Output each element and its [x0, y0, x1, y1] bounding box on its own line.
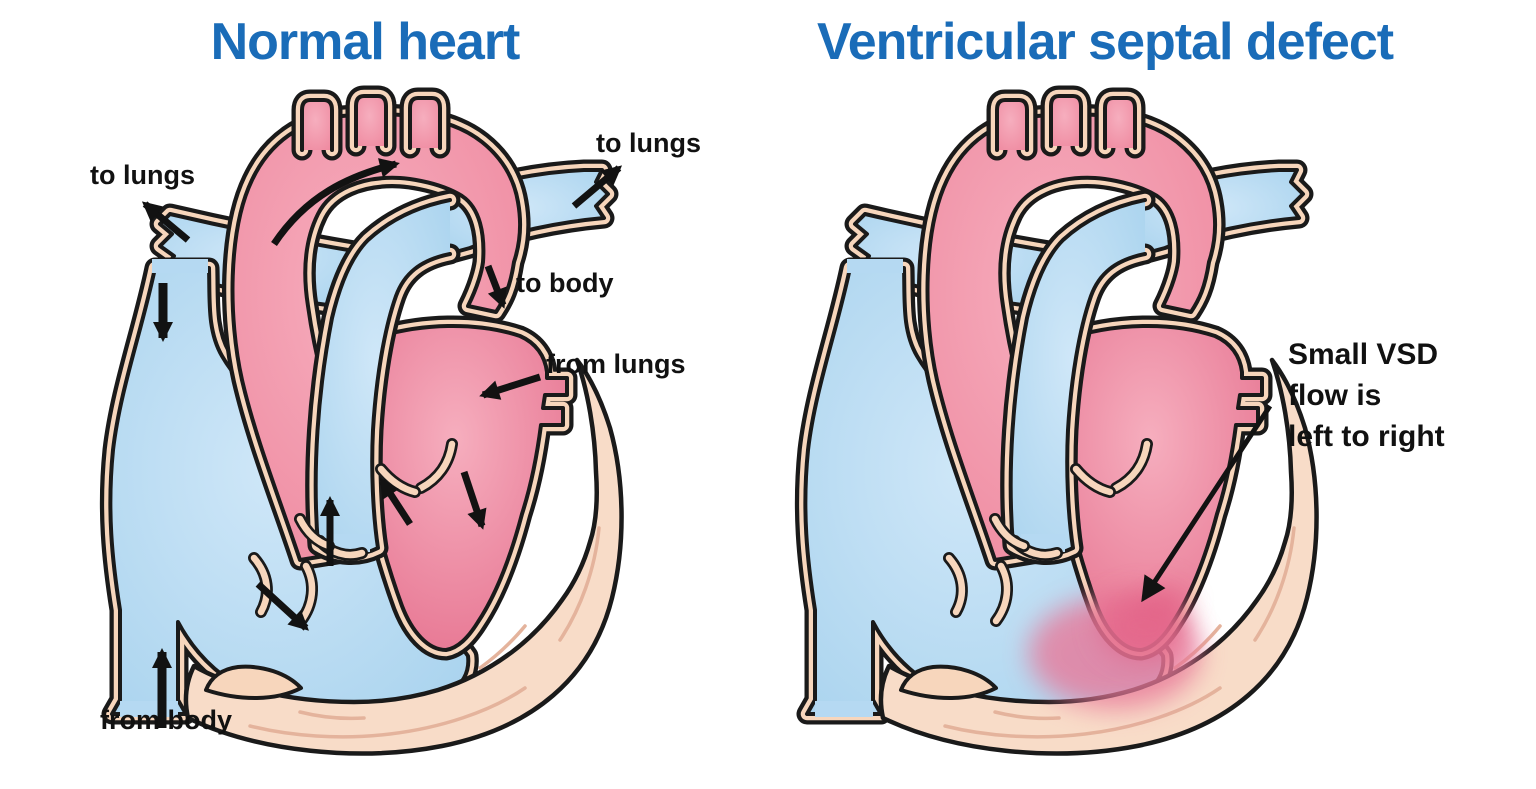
- label-to-lungs-right: to lungs: [596, 128, 701, 158]
- normal-heart-illustration: [110, 96, 621, 753]
- vsd-shunt-blush: [1029, 585, 1201, 709]
- label-from-body: from body: [100, 705, 232, 735]
- label-to-body: to body: [516, 268, 614, 298]
- aortic-outflow-arrow: [379, 477, 413, 526]
- to-lungs-right-arrow: [571, 165, 623, 209]
- vsd-annotation: Small VSD flow is left to right: [1288, 334, 1445, 457]
- panel-title-ventricular-septal-defect: Ventricular septal defect: [816, 13, 1394, 71]
- from-lungs-arrow: [479, 373, 542, 400]
- tricuspid-flow-arrow: [255, 581, 309, 631]
- to-body-arrow: [484, 264, 507, 309]
- vsd-annotation-line-2: flow is: [1288, 379, 1382, 412]
- vsd-annotation-line-1: Small VSD: [1288, 338, 1439, 371]
- mitral-flow-arrow: [460, 470, 487, 530]
- to-lungs-left-arrow: [141, 201, 191, 243]
- vsd-annotation-line-3: left to right: [1288, 420, 1445, 453]
- vsd-annotation-arrow: [1141, 404, 1273, 603]
- label-to-lungs-left: to lungs: [90, 160, 195, 190]
- aortic-arch-flow-arrow: [271, 158, 400, 246]
- normal-heart-flow-arrows: [141, 158, 623, 728]
- panel-title-normal-heart: Normal heart: [210, 13, 521, 71]
- label-from-lungs: from lungs: [546, 349, 686, 379]
